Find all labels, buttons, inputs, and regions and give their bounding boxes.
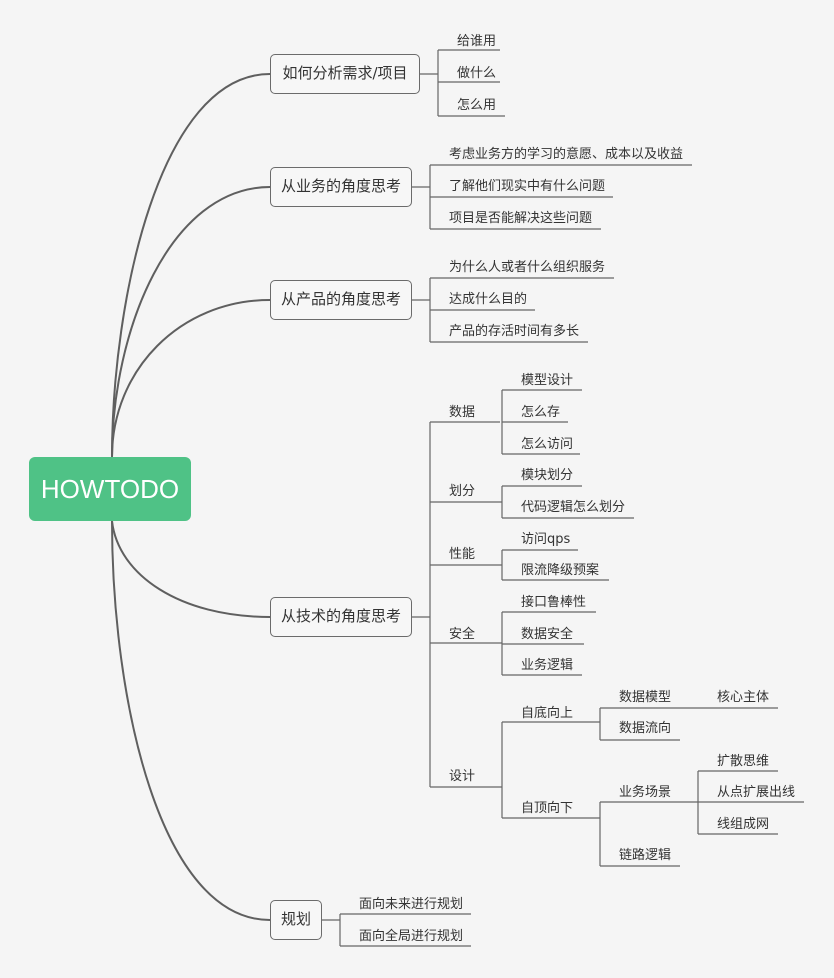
node-design-top-down[interactable]: 自顶向下 bbox=[521, 801, 574, 816]
leaf-performance-degrade[interactable]: 限流降级预案 bbox=[521, 563, 600, 578]
leaf-product-3[interactable]: 产品的存活时间有多长 bbox=[449, 324, 580, 339]
connector-root-analyze bbox=[111, 73, 271, 458]
node-tech-data[interactable]: 数据 bbox=[449, 405, 476, 420]
leaf-data-model-design[interactable]: 模型设计 bbox=[521, 373, 574, 388]
leaf-data-storage[interactable]: 怎么存 bbox=[521, 405, 561, 420]
connector-tech-partition bbox=[501, 485, 634, 519]
leaf-business-1[interactable]: 考虑业务方的学习的意愿、成本以及收益 bbox=[449, 147, 684, 162]
leaf-product-2[interactable]: 达成什么目的 bbox=[449, 292, 528, 307]
leaf-security-data[interactable]: 数据安全 bbox=[521, 627, 574, 642]
leaf-top-down-chain[interactable]: 链路逻辑 bbox=[619, 848, 672, 863]
connector-root-tech bbox=[111, 520, 271, 618]
leaf-scenario-point-to-line[interactable]: 从点扩展出线 bbox=[717, 785, 796, 800]
leaf-security-business[interactable]: 业务逻辑 bbox=[521, 658, 574, 673]
leaf-analyze-what[interactable]: 做什么 bbox=[457, 66, 497, 81]
node-tech-design[interactable]: 设计 bbox=[449, 769, 476, 784]
root-node[interactable]: HOWTODO bbox=[29, 457, 191, 521]
connector-bottom-up bbox=[599, 707, 778, 741]
node-tech-security[interactable]: 安全 bbox=[449, 627, 476, 642]
leaf-business-2[interactable]: 了解他们现实中有什么问题 bbox=[449, 179, 606, 194]
leaf-analyze-how[interactable]: 怎么用 bbox=[457, 98, 497, 113]
leaf-business-3[interactable]: 项目是否能解决这些问题 bbox=[449, 211, 593, 226]
node-top-down-scenario[interactable]: 业务场景 bbox=[619, 785, 672, 800]
connector-tech-trunk bbox=[412, 421, 502, 788]
node-bottom-up-data-model[interactable]: 数据模型 bbox=[619, 690, 672, 705]
leaf-bottom-up-data-flow[interactable]: 数据流向 bbox=[619, 721, 672, 736]
connector-tech-data bbox=[501, 389, 582, 455]
branch-plan[interactable]: 规划 bbox=[270, 900, 322, 940]
branch-business[interactable]: 从业务的角度思考 bbox=[270, 167, 412, 207]
connector-top-down bbox=[599, 801, 698, 867]
connector-root-product bbox=[111, 299, 271, 458]
branch-product[interactable]: 从产品的角度思考 bbox=[270, 280, 412, 320]
connector-tech-performance bbox=[501, 549, 609, 581]
connector-plan bbox=[322, 913, 471, 947]
connector-scenario bbox=[697, 770, 804, 835]
connector-root-business bbox=[111, 186, 271, 458]
branch-analyze[interactable]: 如何分析需求/项目 bbox=[270, 54, 420, 94]
leaf-data-model-core[interactable]: 核心主体 bbox=[717, 690, 770, 705]
leaf-performance-qps[interactable]: 访问qps bbox=[521, 532, 571, 547]
connector-root-plan bbox=[111, 520, 271, 921]
connector-product bbox=[412, 277, 614, 343]
leaf-data-access[interactable]: 怎么访问 bbox=[521, 437, 574, 452]
connector-tech-security bbox=[501, 611, 596, 676]
node-tech-partition[interactable]: 划分 bbox=[449, 484, 476, 499]
leaf-partition-module[interactable]: 模块划分 bbox=[521, 468, 574, 483]
connector-analyze bbox=[420, 49, 505, 117]
node-tech-performance[interactable]: 性能 bbox=[449, 547, 476, 562]
leaf-partition-code[interactable]: 代码逻辑怎么划分 bbox=[521, 500, 626, 515]
node-design-bottom-up[interactable]: 自底向上 bbox=[521, 706, 574, 721]
branch-tech[interactable]: 从技术的角度思考 bbox=[270, 597, 412, 637]
leaf-analyze-who[interactable]: 给谁用 bbox=[457, 34, 497, 49]
leaf-plan-global[interactable]: 面向全局进行规划 bbox=[359, 929, 464, 944]
leaf-product-1[interactable]: 为什么人或者什么组织服务 bbox=[449, 260, 606, 275]
leaf-scenario-divergent[interactable]: 扩散思维 bbox=[717, 754, 770, 769]
leaf-scenario-line-to-net[interactable]: 线组成网 bbox=[717, 817, 770, 832]
leaf-plan-future[interactable]: 面向未来进行规划 bbox=[359, 897, 464, 912]
connector-business bbox=[412, 164, 692, 230]
leaf-security-interface[interactable]: 接口鲁棒性 bbox=[521, 595, 587, 610]
connector-tech-design bbox=[501, 721, 600, 819]
